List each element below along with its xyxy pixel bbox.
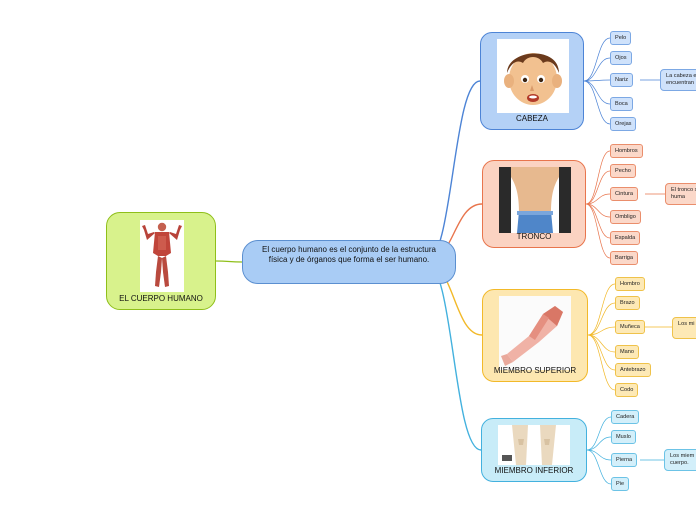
category-label: CABEZA	[481, 114, 583, 123]
connector-category-leaf	[584, 38, 610, 81]
connector-category-leaf	[586, 204, 610, 258]
connector-category-leaf	[584, 81, 610, 124]
connector-category-leaf	[587, 437, 611, 450]
cartoon-boy-face-image	[497, 39, 569, 113]
leaf-barriga[interactable]: Barriga	[610, 251, 638, 265]
connector-category-leaf	[588, 335, 615, 352]
leaf-orejas[interactable]: Orejas	[610, 117, 636, 131]
leaf-pie[interactable]: Pie	[611, 477, 629, 491]
human-torso-image	[499, 167, 571, 233]
connector-category-leaf	[587, 417, 611, 450]
category-label: MIEMBRO INFERIOR	[482, 466, 586, 475]
connector-category-leaf	[588, 335, 615, 370]
leaf-boca[interactable]: Boca	[610, 97, 633, 111]
connector-category-leaf	[586, 204, 610, 238]
category-miembro-inferior[interactable]: MIEMBRO INFERIOR	[481, 418, 587, 482]
root-node[interactable]: EL CUERPO HUMANO	[106, 212, 216, 310]
leaf-hombro[interactable]: Hombro	[615, 277, 645, 291]
leaf-hombros[interactable]: Hombros	[610, 144, 643, 158]
root-label: EL CUERPO HUMANO	[107, 294, 215, 303]
category-tronco[interactable]: TRONCO	[482, 160, 586, 248]
legs-anatomy-image	[498, 425, 570, 465]
leaf-brazo[interactable]: Brazo	[615, 296, 640, 310]
category-cabeza[interactable]: CABEZA	[480, 32, 584, 130]
leaf-muneca[interactable]: Muñeca	[615, 320, 645, 334]
category-label: MIEMBRO SUPERIOR	[483, 366, 587, 375]
leaf-antebrazo[interactable]: Antebrazo	[615, 363, 651, 377]
arm-anatomy-image	[499, 296, 571, 370]
leaf-codo[interactable]: Codo	[615, 383, 638, 397]
leaf-pelo[interactable]: Pelo	[610, 31, 631, 45]
leaf-espalda[interactable]: Espalda	[610, 231, 640, 245]
leaf-muslo[interactable]: Muslo	[611, 430, 636, 444]
connector-category-leaf	[584, 58, 610, 81]
connector-category-leaf	[584, 81, 610, 104]
leaf-nariz[interactable]: Nariz	[610, 73, 633, 87]
leaf-cintura[interactable]: Cintura	[610, 187, 638, 201]
leaf-pierna[interactable]: Pierna	[611, 453, 637, 467]
note-cabeza[interactable]: La cabeza e encuentran	[660, 69, 696, 91]
leaf-ombligo[interactable]: Ombligo	[610, 210, 641, 224]
leaf-ojos[interactable]: Ojos	[610, 51, 632, 65]
leaf-mano[interactable]: Mano	[615, 345, 639, 359]
connector-category-leaf	[588, 303, 615, 335]
human-muscle-figure-image	[140, 220, 184, 292]
category-label: TRONCO	[483, 232, 585, 241]
note-miembro-inferior[interactable]: Los miem cuerpo.	[664, 449, 696, 471]
connector-category-leaf	[586, 151, 610, 204]
leaf-cadera[interactable]: Cadera	[611, 410, 639, 424]
category-miembro-superior[interactable]: MIEMBRO SUPERIOR	[482, 289, 588, 382]
note-miembro-superior[interactable]: Los mi human	[672, 317, 696, 339]
note-tronco[interactable]: El tronco ser huma	[665, 183, 696, 205]
leaf-pecho[interactable]: Pecho	[610, 164, 636, 178]
connector-center-category	[426, 262, 481, 450]
connector-root-center	[216, 261, 242, 262]
central-topic[interactable]: El cuerpo humano es el conjunto de la es…	[242, 240, 456, 284]
